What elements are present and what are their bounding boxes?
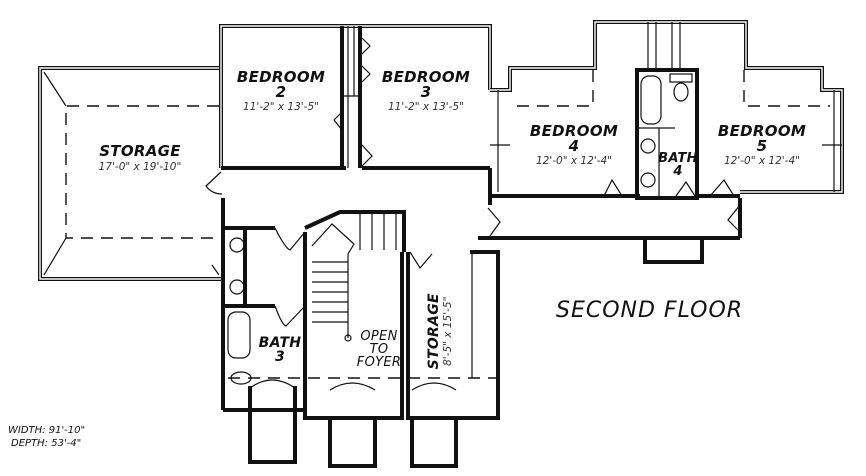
label-line-3: FOYER [356, 355, 402, 370]
room-number: 5 [756, 137, 768, 155]
storage-west-walls [38, 66, 223, 281]
room-size: 11'-2" x 13'-5" [243, 101, 319, 113]
storage-south-label: STORAGE 8'-5" x 15'-5" [425, 276, 454, 386]
room-number: 4 [568, 137, 580, 155]
label-line-2: TO [369, 342, 389, 357]
bedroom-2-3-walls [205, 24, 492, 195]
overall-width: WIDTH: 91'-10" [8, 425, 86, 436]
storage-west-label: STORAGE 17'-0" x 19'-10" [70, 144, 210, 173]
bath-3-label: BATH 3 [255, 336, 305, 364]
room-name: STORAGE [99, 142, 181, 160]
room-size: 12'-0" x 12'-4" [724, 155, 800, 167]
open-to-foyer-label: OPEN TO FOYER [348, 330, 410, 369]
room-name: BATH [658, 151, 698, 166]
room-size: 11'-2" x 13'-5" [388, 101, 464, 113]
bedroom-4-5-walls [490, 20, 844, 238]
room-name: STORAGE [425, 293, 442, 370]
bedroom-2-label: BEDROOM 2 11'-2" x 13'-5" [225, 70, 337, 113]
overall-depth: DEPTH: 53'-4" [11, 438, 82, 449]
dormers [248, 379, 458, 468]
bay-bumpout [643, 238, 704, 264]
bath-3-walls [223, 226, 306, 412]
room-number: 2 [275, 83, 287, 101]
room-name: BATH [258, 335, 302, 351]
bath-4-label: BATH 4 [658, 152, 698, 178]
room-number: 3 [420, 83, 432, 101]
storage-south-walls [228, 250, 500, 420]
stair-open-to-foyer [303, 210, 406, 420]
bedroom-4-label: BEDROOM 4 12'-0" x 12'-4" [518, 124, 630, 167]
bedroom-5-label: BEDROOM 5 12'-0" x 12'-4" [706, 124, 818, 167]
room-size: 17'-0" x 19'-10" [98, 161, 182, 173]
room-number: 4 [673, 164, 683, 179]
overall-dimensions: WIDTH: 91'-10" DEPTH: 53'-4" [8, 426, 85, 449]
room-name: BEDROOM [236, 68, 326, 86]
label-line-1: OPEN [360, 329, 398, 344]
room-size: 8'-5" x 15'-5" [441, 296, 454, 366]
floor-title: SECOND FLOOR [556, 298, 744, 323]
bedroom-3-label: BEDROOM 3 11'-2" x 13'-5" [370, 70, 482, 113]
room-name: BEDROOM [529, 122, 619, 140]
room-size: 12'-0" x 12'-4" [536, 155, 612, 167]
room-number: 3 [274, 349, 286, 365]
room-name: BEDROOM [717, 122, 807, 140]
room-name: BEDROOM [381, 68, 471, 86]
hall-walls [221, 168, 740, 410]
